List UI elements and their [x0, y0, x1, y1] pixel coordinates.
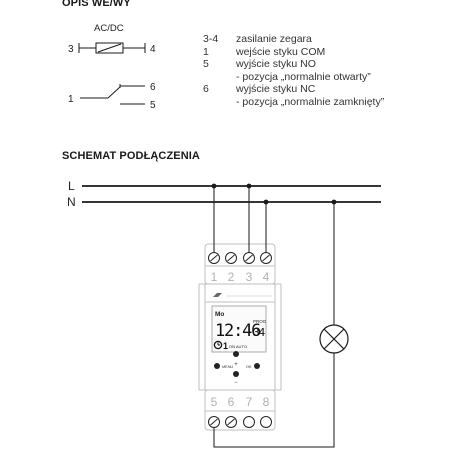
terminal-label-5: 5 — [211, 395, 218, 409]
lcd-prog-label: PROG — [253, 319, 267, 324]
menu-button[interactable] — [214, 363, 220, 369]
menu-label: MENU — [222, 365, 233, 369]
bottom-terminals: 5 6 7 8 — [208, 395, 272, 428]
line-N-label: N — [67, 195, 76, 209]
wiring-heading: SCHEMAT PODŁĄCZENIA — [62, 150, 200, 162]
brand-logo — [213, 293, 272, 297]
clock-icon — [213, 340, 223, 350]
timer-device — [198, 243, 282, 431]
legend-heading: OPIS WE/WY — [62, 0, 131, 9]
pin-label-4: 4 — [150, 44, 156, 55]
terminal-label-6: 6 — [228, 395, 235, 409]
pin-label-5: 5 — [150, 100, 156, 111]
up-button[interactable] — [233, 351, 239, 357]
terminal-screw-5 — [208, 416, 220, 428]
control-buttons: + MENU OK − — [214, 351, 260, 386]
lcd-channel-number: 1 — [223, 341, 228, 351]
contact-blade — [107, 86, 121, 99]
lcd-time: 12:46 — [215, 321, 261, 341]
ok-button[interactable] — [254, 363, 260, 369]
desc-row: - pozycja „normalnie otwarty” — [236, 70, 371, 83]
power-lines: L N — [67, 179, 381, 209]
ok-label: OK — [246, 365, 252, 369]
wiring — [213, 186, 335, 448]
lcd-display: Mo 12:46 PROG 34 1 ON AUTO — [211, 305, 267, 353]
terminal-screw-6 — [225, 416, 237, 428]
down-button[interactable] — [233, 371, 239, 377]
terminal-label-4: 4 — [263, 270, 270, 284]
contact-symbol: 1 6 5 — [68, 82, 156, 111]
pin-label-1: 1 — [68, 94, 74, 105]
lcd-day: Mo — [215, 311, 224, 318]
terminal-screw-1 — [208, 252, 220, 264]
lamp-icon — [319, 324, 349, 354]
line-L-label: L — [68, 179, 75, 193]
supply-label: AC/DC — [94, 23, 124, 34]
minus-icon: − — [234, 380, 238, 386]
wire-terminal-5-to-lamp — [213, 353, 335, 448]
plus-icon: + — [234, 362, 238, 368]
terminal-screw-8 — [260, 416, 272, 428]
supply-symbol: AC/DC 3 4 — [68, 23, 156, 55]
top-terminals: 1 2 3 4 — [208, 252, 272, 284]
pin-label-6: 6 — [150, 82, 156, 93]
pin-label-3: 3 — [68, 44, 74, 55]
bottom-terminal-block — [204, 389, 276, 431]
terminal-label-2: 2 — [228, 270, 235, 284]
terminal-label-1: 1 — [211, 270, 218, 284]
terminal-screw-2 — [225, 252, 237, 264]
lcd-prog-number: 34 — [253, 326, 266, 339]
terminal-screw-4 — [260, 252, 272, 264]
terminal-label-3: 3 — [246, 270, 253, 284]
desc-row: - pozycja „normalnie zamknięty” — [236, 95, 385, 108]
terminal-label-8: 8 — [263, 395, 270, 409]
terminal-screw-7 — [243, 416, 255, 428]
terminal-screw-3 — [243, 252, 255, 264]
coil-diagonal — [97, 43, 122, 53]
lcd-mode-symbol: ON AUTO — [229, 344, 247, 349]
terminal-label-7: 7 — [246, 395, 253, 409]
